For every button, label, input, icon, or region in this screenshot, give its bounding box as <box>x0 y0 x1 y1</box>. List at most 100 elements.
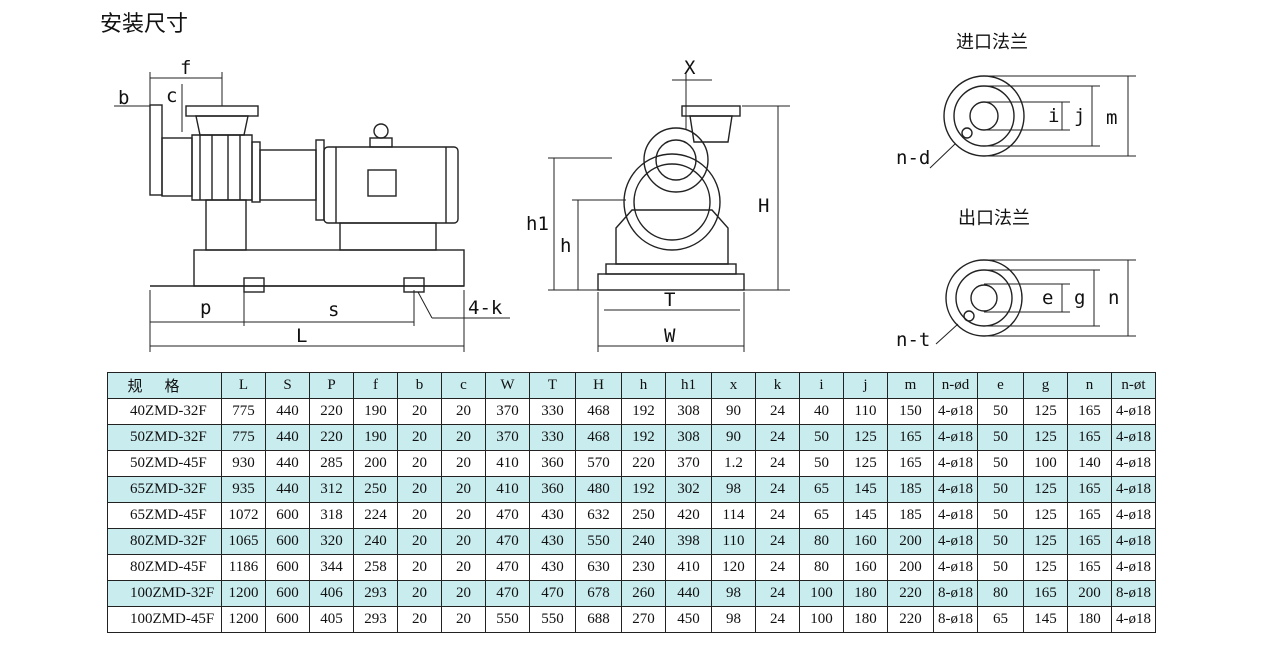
table-cell: 150 <box>887 398 934 425</box>
table-cell: 165 <box>1067 528 1112 555</box>
table-cell: 24 <box>755 580 800 607</box>
header-cell: 规格 <box>107 372 222 399</box>
table-cell: 250 <box>621 502 666 529</box>
table-cell: 468 <box>575 424 622 451</box>
table-cell: 125 <box>1023 502 1068 529</box>
header-cell: W <box>485 372 530 399</box>
foot-bolt-right <box>403 277 425 293</box>
header-cell: i <box>799 372 844 399</box>
table-cell: 65 <box>799 476 844 503</box>
table-cell: 200 <box>1067 580 1112 607</box>
table-cell: 24 <box>755 398 800 425</box>
table-cell: 114 <box>711 502 756 529</box>
dim-i: i <box>1048 105 1059 127</box>
table-cell: 165 <box>887 424 934 451</box>
table-cell: 270 <box>621 606 666 633</box>
table-cell: 258 <box>353 554 398 581</box>
table-cell: 20 <box>397 450 442 477</box>
table-cell: 20 <box>441 554 486 581</box>
header-cell: n-øt <box>1111 372 1156 399</box>
table-cell: 24 <box>755 606 800 633</box>
table-cell: 688 <box>575 606 622 633</box>
table-cell: 165 <box>1023 580 1068 607</box>
header-cell: S <box>265 372 310 399</box>
table-cell: 20 <box>441 450 486 477</box>
table-cell: 330 <box>529 424 576 451</box>
table-cell: 410 <box>485 476 530 503</box>
table-cell: 50 <box>799 450 844 477</box>
table-cell: 140 <box>1067 450 1112 477</box>
table-cell: 550 <box>485 606 530 633</box>
foot-bolt-left <box>243 277 265 293</box>
table-cell: 440 <box>265 476 310 503</box>
table-cell: 420 <box>665 502 712 529</box>
table-cell: 200 <box>887 554 934 581</box>
top-flange <box>681 105 741 117</box>
model-cell: 80ZMD-32F <box>107 528 222 555</box>
table-cell: 165 <box>1067 502 1112 529</box>
table-cell: 410 <box>485 450 530 477</box>
table-cell: 600 <box>265 502 310 529</box>
dim-s: s <box>328 299 339 321</box>
table-cell: 1200 <box>221 606 266 633</box>
table-cell: 50 <box>977 398 1024 425</box>
table-cell: 4-ø18 <box>933 554 978 581</box>
table-cell: 98 <box>711 606 756 633</box>
page-title: 安装尺寸 <box>100 12 189 37</box>
front-base <box>597 273 745 291</box>
dim-T: T <box>664 289 675 311</box>
pump-volute <box>643 127 709 193</box>
dim-p: p <box>200 297 211 319</box>
table-cell: 308 <box>665 398 712 425</box>
header-cell: H <box>575 372 622 399</box>
model-cell: 65ZMD-45F <box>107 502 222 529</box>
table-cell: 1.2 <box>711 450 756 477</box>
dim-k: 4-k <box>468 297 503 319</box>
table-cell: 240 <box>353 528 398 555</box>
outlet-flange-caption: 出口法兰 <box>958 208 1030 229</box>
table-cell: 24 <box>755 554 800 581</box>
table-cell: 1072 <box>221 502 266 529</box>
table-cell: 20 <box>397 502 442 529</box>
header-cell: b <box>397 372 442 399</box>
table-cell: 120 <box>711 554 756 581</box>
table-cell: 224 <box>353 502 398 529</box>
table-cell: 98 <box>711 580 756 607</box>
table-cell: 4-ø18 <box>933 398 978 425</box>
dim-L: L <box>296 325 307 347</box>
header-cell: j <box>843 372 888 399</box>
outlet-flange <box>185 105 259 117</box>
table-cell: 165 <box>1067 476 1112 503</box>
table-cell: 190 <box>353 398 398 425</box>
dim-g: g <box>1074 287 1085 309</box>
table-cell: 50 <box>799 424 844 451</box>
dim-f: f <box>180 57 191 79</box>
header-cell: g <box>1023 372 1068 399</box>
model-cell: 50ZMD-32F <box>107 424 222 451</box>
table-cell: 360 <box>529 476 576 503</box>
table-cell: 20 <box>397 528 442 555</box>
header-cell: m <box>887 372 934 399</box>
table-cell: 4-ø18 <box>1111 554 1156 581</box>
table-cell: 4-ø18 <box>1111 476 1156 503</box>
table-cell: 1200 <box>221 580 266 607</box>
header-cell: k <box>755 372 800 399</box>
table-cell: 370 <box>485 398 530 425</box>
table-cell: 4-ø18 <box>1111 450 1156 477</box>
side-view <box>114 72 510 352</box>
table-cell: 398 <box>665 528 712 555</box>
table-cell: 192 <box>621 424 666 451</box>
table-cell: 20 <box>441 424 486 451</box>
table-cell: 145 <box>843 502 888 529</box>
table-cell: 1186 <box>221 554 266 581</box>
model-cell: 65ZMD-32F <box>107 476 222 503</box>
table-cell: 125 <box>843 450 888 477</box>
table-cell: 930 <box>221 450 266 477</box>
table-cell: 440 <box>665 580 712 607</box>
table-cell: 430 <box>529 554 576 581</box>
